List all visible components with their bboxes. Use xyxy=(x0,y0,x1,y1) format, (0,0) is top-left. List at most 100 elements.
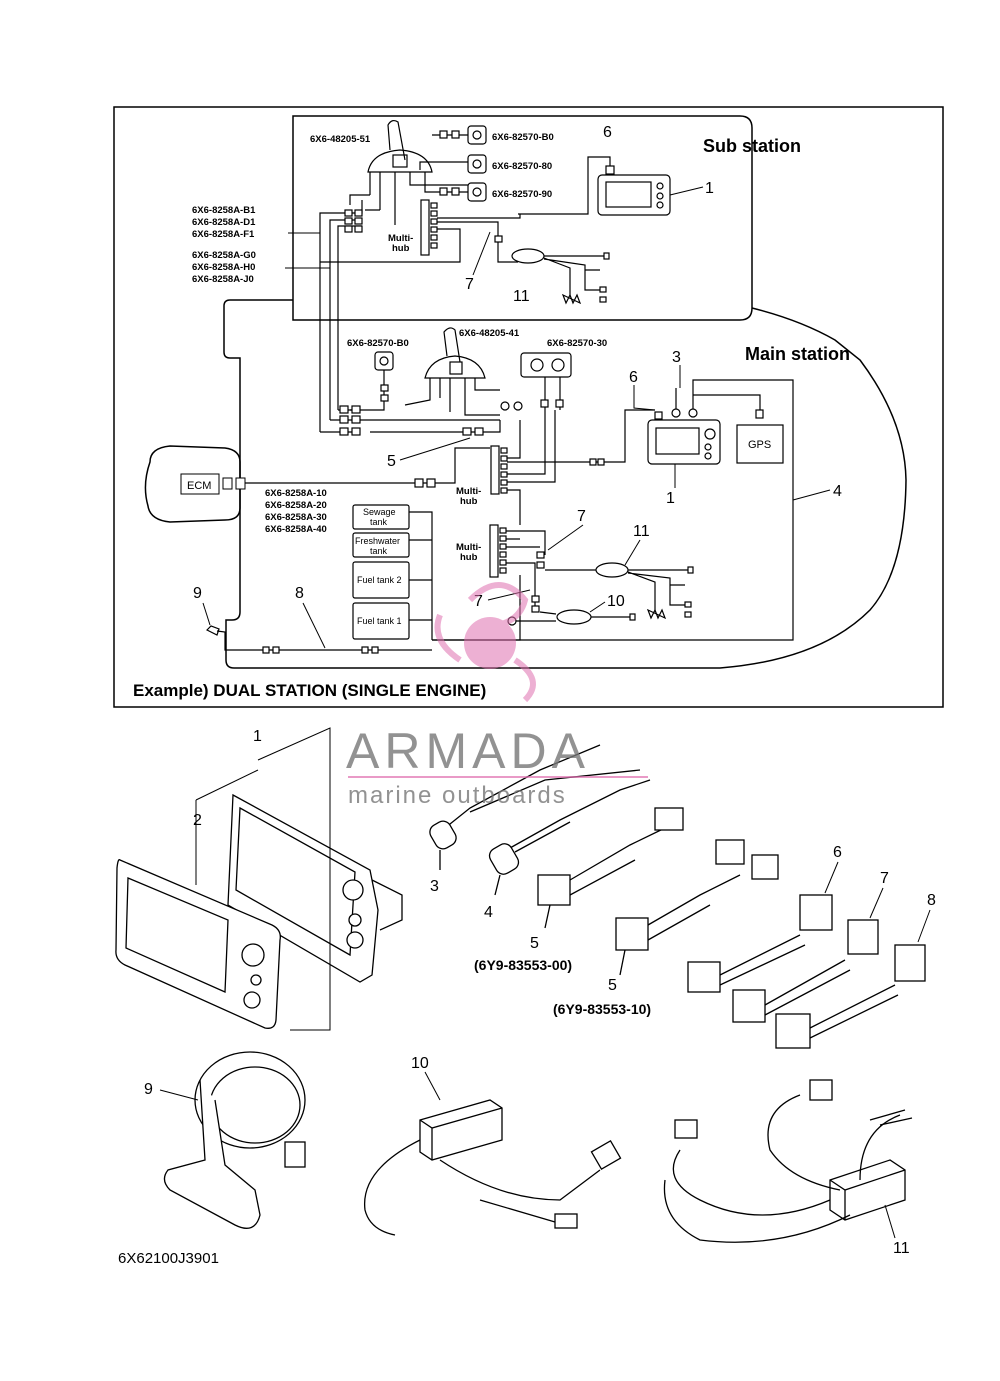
sub-harness xyxy=(319,194,380,432)
main-switch-code-b0: 6X6-82570-B0 xyxy=(347,338,409,349)
fuel-tank-1-label: Fuel tank 1 xyxy=(357,616,402,626)
part-extension-7 xyxy=(732,919,879,1023)
part-extension-8 xyxy=(775,944,926,1049)
main-key-code: 6X6-82570-30 xyxy=(547,338,607,349)
harness-code-3d: 6X6-8258A-40 xyxy=(265,524,327,535)
callout-10-part: 10 xyxy=(411,1055,429,1072)
callout-5-main: 5 xyxy=(387,453,396,470)
callout-8-main: 8 xyxy=(295,585,304,602)
ecm-label: ECM xyxy=(187,480,211,492)
main-splitter xyxy=(545,562,694,620)
diagram-caption: Example) DUAL STATION (SINGLE ENGINE) xyxy=(133,681,486,700)
part-splitter-11 xyxy=(663,1079,913,1243)
sub-switch-code-80: 6X6-82570-80 xyxy=(492,161,552,172)
sub-hub-label-2: hub xyxy=(392,243,410,254)
callout-7-main-a: 7 xyxy=(577,508,586,525)
water-pressure-unit xyxy=(507,609,636,626)
sewage-tank-label-2: tank xyxy=(370,517,388,527)
part-module-10 xyxy=(363,1099,622,1236)
main-remote-code: 6X6-48205-41 xyxy=(459,328,520,339)
watermark-brand: ARMADA xyxy=(346,723,590,779)
callout-9-main: 9 xyxy=(193,585,202,602)
callout-4-main: 4 xyxy=(833,483,842,500)
hull-outline xyxy=(223,299,907,669)
part-cables-3-4 xyxy=(429,744,651,896)
part-bezel xyxy=(115,859,281,1029)
harness-code-2a: 6X6-8258A-G0 xyxy=(192,250,256,261)
callout-11-main: 11 xyxy=(633,523,650,540)
sub-switch-code-b0: 6X6-82570-B0 xyxy=(492,132,554,143)
watermark-tagline: marine outboards xyxy=(348,782,567,809)
callout-1-sub: 1 xyxy=(705,180,714,197)
fuel-tank-2-label: Fuel tank 2 xyxy=(357,575,402,585)
gps-unit xyxy=(736,409,784,464)
callout-11-sub: 11 xyxy=(513,288,530,305)
callout-10-main: 10 xyxy=(607,593,625,610)
callout-5a-part: 5 xyxy=(530,935,539,952)
harness-code-1c: 6X6-8258A-F1 xyxy=(192,229,255,240)
part-extension-6 xyxy=(687,894,833,993)
callout-11-part: 11 xyxy=(893,1240,910,1257)
main-multihub-2 xyxy=(432,524,546,641)
sub-remote-code: 6X6-48205-51 xyxy=(310,134,371,145)
part-number-5a: (6Y9-83553-00) xyxy=(474,957,572,973)
callout-7-sub: 7 xyxy=(465,276,474,293)
sub-switch-code-90: 6X6-82570-90 xyxy=(492,189,552,200)
harness-code-3a: 6X6-8258A-10 xyxy=(265,488,327,499)
sub-display xyxy=(518,156,671,216)
freshwater-tank-label-2: tank xyxy=(370,546,388,556)
callout-1-part: 1 xyxy=(253,728,262,745)
ecm-box xyxy=(180,473,220,495)
callout-1-main: 1 xyxy=(666,490,675,507)
callout-7-main-b: 7 xyxy=(474,593,483,610)
freshwater-tank-label-1: Freshwater xyxy=(355,536,400,546)
main-multihub-1 xyxy=(490,409,655,525)
callout-7-part: 7 xyxy=(880,870,889,887)
sensor-cable xyxy=(205,625,432,654)
loop-cable-4 xyxy=(432,500,794,641)
callout-2-part: 2 xyxy=(193,812,202,829)
main-key-switch xyxy=(520,352,572,410)
main-hub1-label-2: hub xyxy=(460,496,478,507)
diagram-frame xyxy=(113,106,944,708)
part-transducer-9 xyxy=(163,1051,306,1229)
sub-multihub xyxy=(320,199,521,263)
callout-9-part: 9 xyxy=(144,1081,153,1098)
sub-switches xyxy=(419,125,487,202)
main-harness xyxy=(245,405,501,488)
part-number-5b: (6Y9-83553-10) xyxy=(553,1001,651,1017)
harness-code-3b: 6X6-8258A-20 xyxy=(265,500,327,511)
callout-8-part: 8 xyxy=(927,892,936,909)
callout-6-sub: 6 xyxy=(603,124,612,141)
callout-4-part: 4 xyxy=(484,904,493,921)
harness-code-1a: 6X6-8258A-B1 xyxy=(192,205,256,216)
harness-code-3c: 6X6-8258A-30 xyxy=(265,512,327,523)
sub-splitter xyxy=(494,235,610,305)
callout-3-main: 3 xyxy=(672,349,681,366)
figure-code: 6X62100J3901 xyxy=(118,1250,219,1267)
main-switch-b0 xyxy=(350,351,394,411)
harness-code-1b: 6X6-8258A-D1 xyxy=(192,217,256,228)
callout-6-main: 6 xyxy=(629,369,638,386)
tanks xyxy=(352,504,433,640)
sewage-tank-label-1: Sewage xyxy=(363,507,396,517)
callout-5b-part: 5 xyxy=(608,977,617,994)
main-display xyxy=(647,379,794,500)
main-remote-control xyxy=(404,327,523,416)
main-hub2-label-2: hub xyxy=(460,552,478,563)
callout-6-part: 6 xyxy=(833,844,842,861)
sub-remote-control xyxy=(367,119,470,225)
sub-hub-label-1: Multi- xyxy=(388,233,413,244)
gps-label: GPS xyxy=(748,439,771,451)
armada-logo-watermark xyxy=(434,582,536,703)
engine-shape xyxy=(144,445,241,523)
harness-code-2c: 6X6-8258A-J0 xyxy=(192,274,254,285)
main-hub2-label-1: Multi- xyxy=(456,542,481,553)
part-harness-5a xyxy=(537,807,684,929)
main-station-label: Main station xyxy=(745,344,850,364)
harness-code-2b: 6X6-8258A-H0 xyxy=(192,262,255,273)
part-display-unit xyxy=(227,793,403,983)
part-harness-5b xyxy=(615,839,779,976)
main-hub1-label-1: Multi- xyxy=(456,486,481,497)
